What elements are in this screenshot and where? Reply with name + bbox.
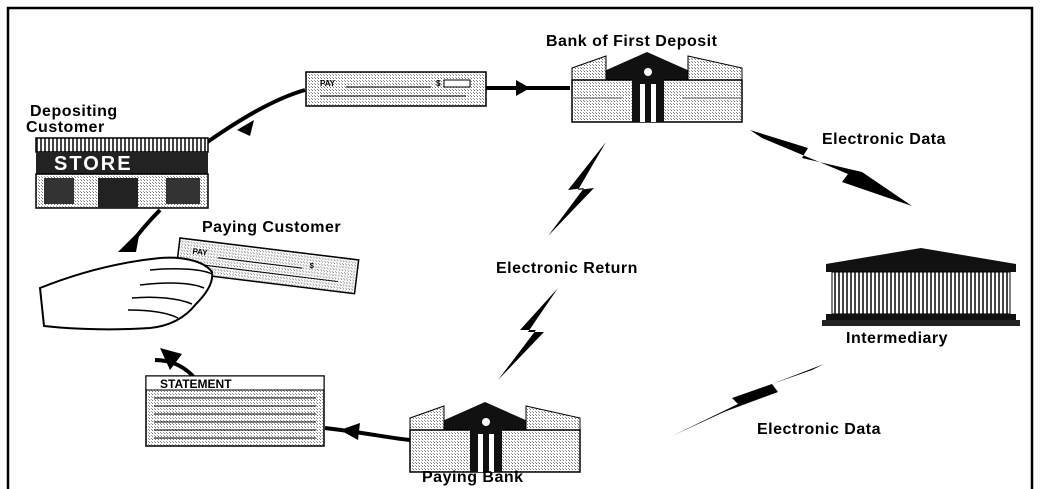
check-pay-text: PAY xyxy=(320,79,336,88)
bank-building-icon xyxy=(571,52,743,123)
arc-bank-to-statement xyxy=(324,426,411,442)
hand-holding-check-icon: PAY $ xyxy=(38,237,360,331)
statement-document-icon: STATEMENT xyxy=(145,375,325,447)
check-pay-text-2: PAY xyxy=(192,247,209,258)
label-depositing-line1: Depositing xyxy=(30,103,118,120)
label-electronic-data-bottom: Electronic Data xyxy=(757,421,881,438)
check-dollar-text-2: $ xyxy=(309,261,315,271)
label-paying-customer: Paying Customer xyxy=(202,219,342,236)
check-icon: PAY $ xyxy=(305,71,487,107)
lightning-bolt-icon xyxy=(548,142,606,236)
arrow-icon xyxy=(118,80,530,440)
label-electronic-return: Electronic Return xyxy=(496,260,638,277)
label-intermediary: Intermediary xyxy=(846,330,949,347)
classical-building-icon xyxy=(822,248,1020,326)
lightning-bolt-icon xyxy=(498,288,558,380)
label-electronic-data-top: Electronic Data xyxy=(822,131,946,148)
lightning-bolt-icon xyxy=(750,130,912,206)
statement-header-text: STATEMENT xyxy=(160,377,232,391)
outer-frame xyxy=(6,6,1034,489)
label-bank-of-first-deposit: Bank of First Deposit xyxy=(546,33,718,50)
lightning-bolt-icon xyxy=(672,364,824,436)
bank-building-icon xyxy=(409,402,581,473)
store-sign-text: STORE xyxy=(54,153,133,175)
label-depositing-line2: Customer xyxy=(26,119,105,136)
check-dollar-text: $ xyxy=(436,79,441,88)
label-paying-bank: Paying Bank xyxy=(422,469,524,486)
store-icon: STORE xyxy=(35,137,209,209)
